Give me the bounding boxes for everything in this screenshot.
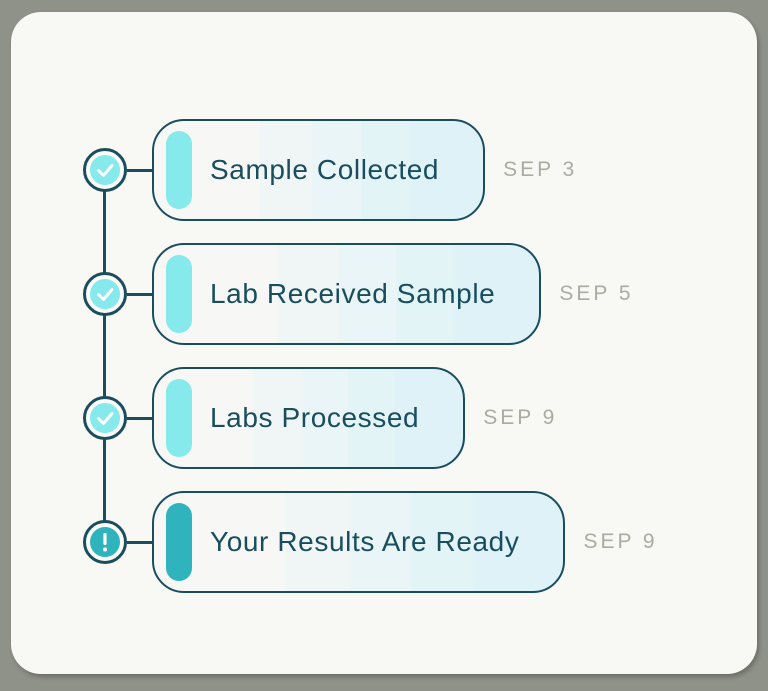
card-accent-bar [166,131,192,209]
node-card-connector [127,168,152,172]
check-icon [90,155,120,185]
step-date: SEP 9 [483,406,558,429]
timeline-card-lab-received-sample: Lab Received Sample [152,243,542,345]
exclamation-icon [90,527,120,557]
step-label: Your Results Are Ready [210,526,520,557]
check-icon [90,403,120,433]
node-card-connector [127,540,152,544]
step-label: Sample Collected [210,154,440,185]
node-card-connector [127,292,152,296]
step-date: SEP 9 [583,530,658,553]
timeline-card-labs-processed: Labs Processed [152,367,466,469]
card-accent-bar [166,255,192,333]
step-label: Lab Received Sample [210,278,496,309]
status-node [83,396,127,440]
timeline-connector-line [103,171,106,543]
card-accent-bar [166,503,192,581]
status-node [83,148,127,192]
card-accent-bar [166,379,192,457]
timeline-card-results-ready[interactable]: Your Results Are Ready [152,491,566,593]
check-icon [90,279,120,309]
timeline-step-labs-processed: Labs Processed SEP 9 [83,367,557,469]
step-date: SEP 3 [503,158,578,181]
node-card-connector [127,416,152,420]
timeline-step-lab-received-sample: Lab Received Sample SEP 5 [83,243,634,345]
step-label: Labs Processed [210,402,420,433]
status-node [83,520,127,564]
timeline-card-sample-collected: Sample Collected [152,119,486,221]
step-date: SEP 5 [559,282,634,305]
timeline-step-results-ready: Your Results Are Ready SEP 9 [83,491,658,593]
timeline-step-sample-collected: Sample Collected SEP 3 [83,119,577,221]
status-node [83,272,127,316]
